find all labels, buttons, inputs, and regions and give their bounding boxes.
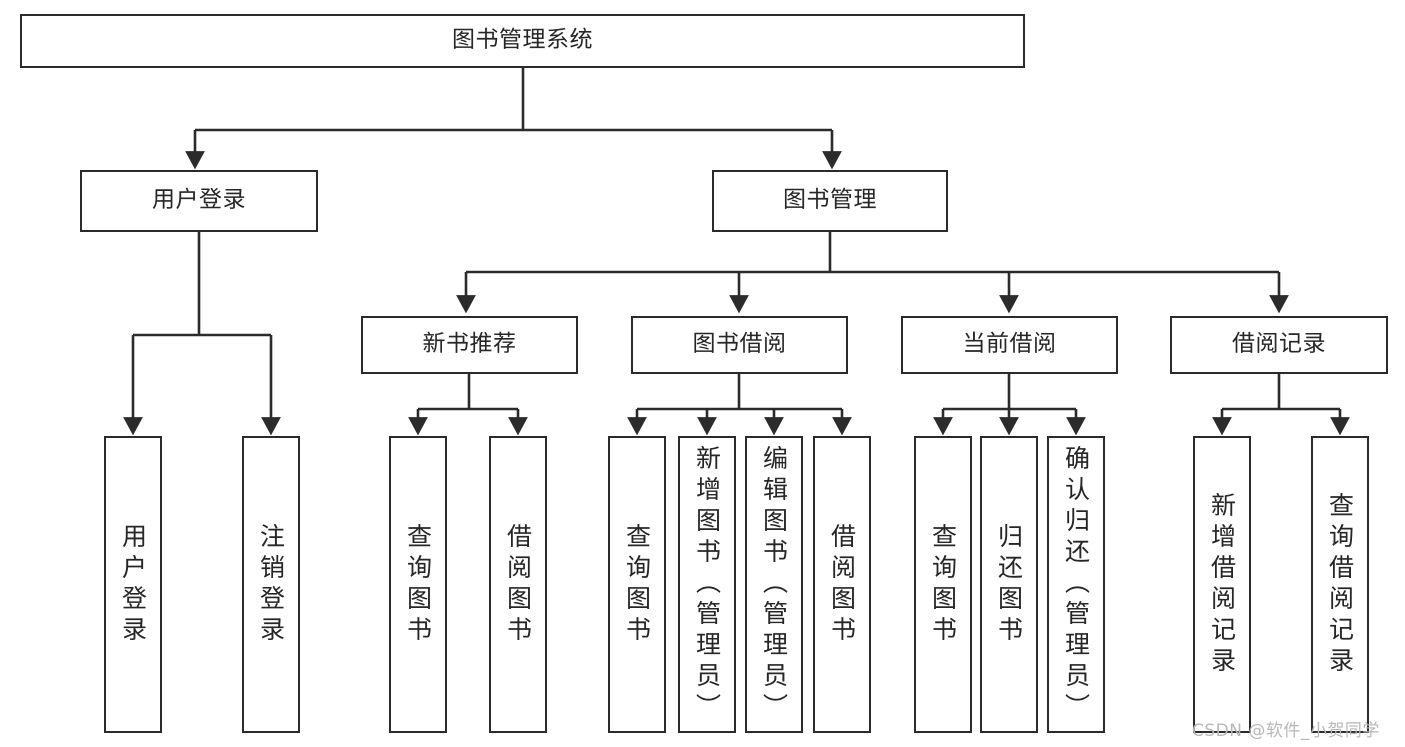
node-root-label: 图书管理系统 [452, 27, 593, 54]
node-leaf-confirm-return[interactable]: 确认归还（管理员） [1047, 436, 1105, 733]
node-root[interactable]: 图书管理系统 [20, 14, 1025, 68]
node-leaf-query-book-3[interactable]: 查询图书 [914, 436, 972, 733]
node-leaf-query-book-1-label: 查询图书 [403, 522, 433, 647]
node-leaf-edit-book[interactable]: 编辑图书（管理员） [745, 436, 803, 733]
node-current-borrow[interactable]: 当前借阅 [901, 316, 1118, 374]
node-user-login-label: 用户登录 [152, 187, 246, 214]
node-leaf-add-book[interactable]: 新增图书（管理员） [678, 436, 736, 733]
node-leaf-query-book-1[interactable]: 查询图书 [389, 436, 447, 733]
node-current-borrow-label: 当前借阅 [962, 331, 1057, 358]
node-borrow-record[interactable]: 借阅记录 [1170, 316, 1388, 374]
node-leaf-add-book-label: 新增图书（管理员） [692, 445, 722, 724]
node-book-borrow[interactable]: 图书借阅 [631, 316, 848, 374]
node-leaf-query-book-2[interactable]: 查询图书 [608, 436, 666, 733]
node-leaf-query-book-3-label: 查询图书 [928, 522, 958, 647]
node-book-manage-label: 图书管理 [783, 187, 877, 214]
node-leaf-confirm-return-label: 确认归还（管理员） [1061, 445, 1091, 724]
node-borrow-record-label: 借阅记录 [1232, 331, 1326, 358]
node-book-manage[interactable]: 图书管理 [712, 170, 948, 232]
node-book-borrow-label: 图书借阅 [692, 331, 787, 358]
node-leaf-return-book[interactable]: 归还图书 [980, 436, 1038, 733]
node-leaf-query-book-2-label: 查询图书 [622, 522, 652, 647]
node-leaf-borrow-book-2[interactable]: 借阅图书 [813, 436, 871, 733]
node-leaf-add-record-label: 新增借阅记录 [1207, 491, 1237, 678]
node-leaf-query-record[interactable]: 查询借阅记录 [1311, 436, 1369, 733]
node-leaf-user-login[interactable]: 用户登录 [104, 436, 162, 733]
node-user-login[interactable]: 用户登录 [80, 170, 318, 232]
node-leaf-logout-login[interactable]: 注销登录 [242, 436, 300, 733]
node-leaf-return-book-label: 归还图书 [994, 522, 1024, 647]
node-leaf-borrow-book-1-label: 借阅图书 [503, 522, 533, 647]
node-new-book-rec[interactable]: 新书推荐 [361, 316, 578, 374]
node-leaf-borrow-book-1[interactable]: 借阅图书 [489, 436, 547, 733]
csdn-watermark: CSDN @软件_小贺同学 [1192, 721, 1380, 741]
node-leaf-borrow-book-2-label: 借阅图书 [827, 522, 857, 647]
node-leaf-user-login-label: 用户登录 [118, 522, 148, 647]
node-new-book-rec-label: 新书推荐 [422, 331, 517, 358]
node-leaf-logout-login-label: 注销登录 [256, 522, 286, 647]
node-leaf-query-record-label: 查询借阅记录 [1325, 491, 1355, 678]
node-leaf-add-record[interactable]: 新增借阅记录 [1193, 436, 1251, 733]
node-leaf-edit-book-label: 编辑图书（管理员） [759, 445, 789, 724]
